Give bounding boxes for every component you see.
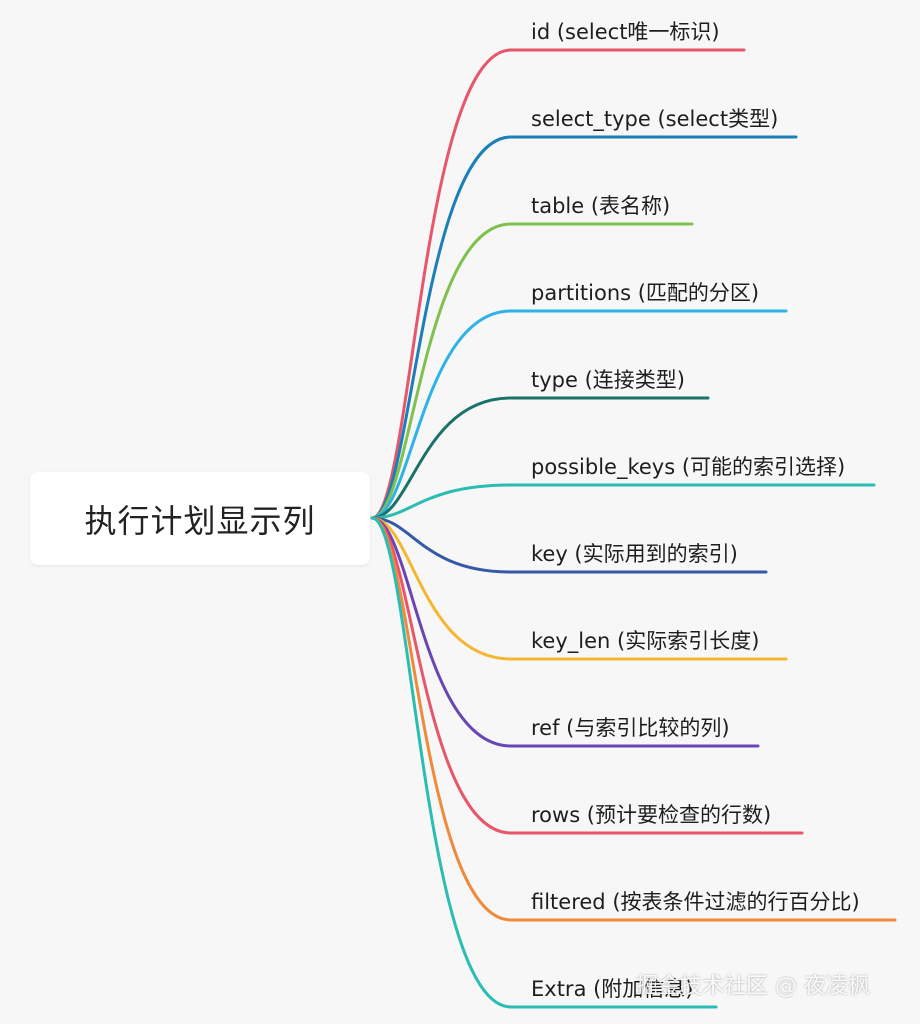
root-label: 执行计划显示列 [84, 501, 316, 540]
branch-node[interactable]: key_len (实际索引长度) [531, 629, 760, 653]
branch-node[interactable]: Extra (附加信息) [531, 977, 694, 1001]
branch-connector [370, 309, 788, 520]
branch-node[interactable]: filtered (按表条件过滤的行百分比) [531, 890, 860, 914]
branch-connector [370, 396, 710, 520]
branch-connector [370, 483, 876, 520]
branch-connector [370, 135, 798, 520]
branch-node[interactable]: type (连接类型) [531, 368, 685, 392]
branch-connector [370, 516, 788, 661]
branch-connector [370, 516, 768, 574]
branch-node[interactable]: partitions (匹配的分区) [531, 281, 760, 305]
branch-node[interactable]: key (实际用到的索引) [531, 542, 738, 566]
branch-node[interactable]: table (表名称) [531, 194, 671, 218]
branch-connector [370, 516, 804, 835]
branch-connector [370, 48, 746, 520]
branch-connector [370, 516, 718, 1009]
branch-node[interactable]: possible_keys (可能的索引选择) [531, 455, 846, 479]
branch-node[interactable]: select_type (select类型) [531, 107, 779, 131]
root-node[interactable]: 执行计划显示列 [30, 472, 370, 565]
branch-connector [370, 516, 760, 748]
branch-node[interactable]: rows (预计要检查的行数) [531, 803, 772, 827]
branch-connector [370, 222, 694, 520]
branch-node[interactable]: ref (与索引比较的列) [531, 716, 730, 740]
branch-node[interactable]: id (select唯一标识) [531, 20, 720, 44]
watermark: 掘金技术社区 @ 夜凌枫 [636, 974, 870, 999]
